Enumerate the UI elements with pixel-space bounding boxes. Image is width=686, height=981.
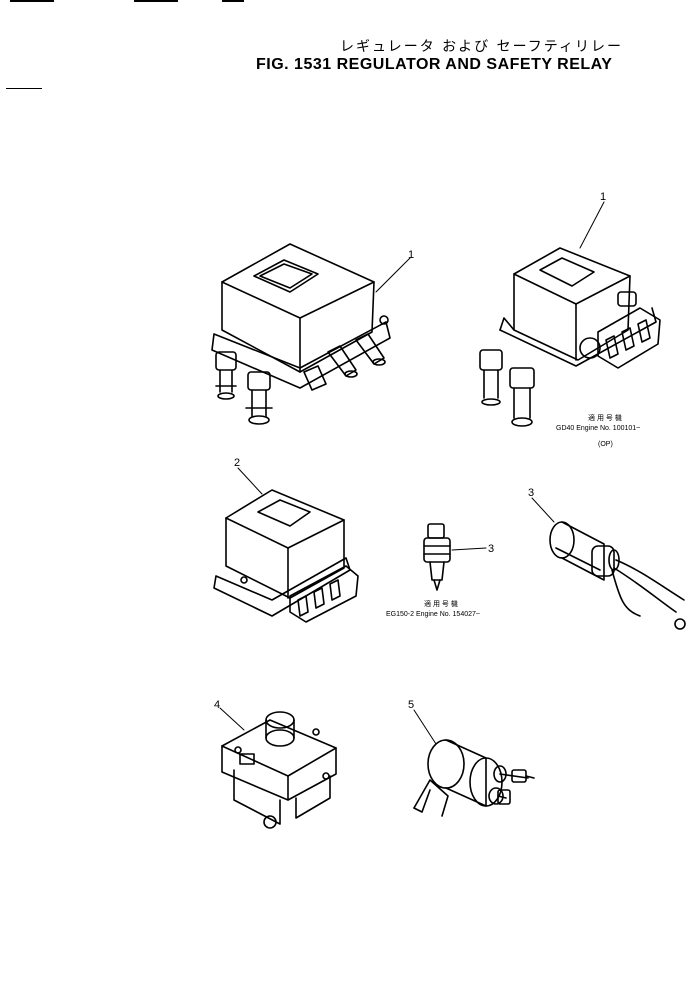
note-eg150-engine: EG150-2 Engine No. 154027~: [386, 611, 480, 618]
callout-4: 4: [214, 699, 220, 711]
note-gd40-header: 適 用 号 機: [588, 413, 622, 422]
callout-1-right: 1: [600, 191, 606, 203]
callout-3-right: 3: [528, 487, 534, 499]
callout-3-center: 3: [488, 543, 494, 555]
callout-2: 2: [234, 457, 240, 469]
note-gd40-engine: GD40 Engine No. 100101~: [556, 425, 640, 432]
callout-1-left: 1: [408, 249, 414, 261]
scan-edge-3: [222, 0, 244, 2]
solenoid-part-5: [413, 739, 535, 817]
regulator-part-1-right: [479, 247, 661, 427]
note-eg150-header: 適 用 号 機: [424, 599, 458, 608]
switch-part-3-center: [423, 523, 451, 591]
relay-part-3-right: [549, 521, 686, 630]
scan-edge-1: [10, 0, 54, 2]
relay-part-4: [221, 711, 337, 829]
figure-title-japanese: レギュレータ および セーフティリレー: [340, 39, 623, 55]
regulator-part-1-left: [211, 243, 391, 425]
scan-edge-2: [134, 0, 178, 2]
note-gd40-option: (OP): [598, 441, 613, 448]
scan-speck: [6, 88, 42, 89]
regulator-part-2: [213, 489, 359, 623]
figure-title: FIG. 1531 REGULATOR AND SAFETY RELAY: [256, 56, 613, 73]
callout-5: 5: [408, 699, 414, 711]
